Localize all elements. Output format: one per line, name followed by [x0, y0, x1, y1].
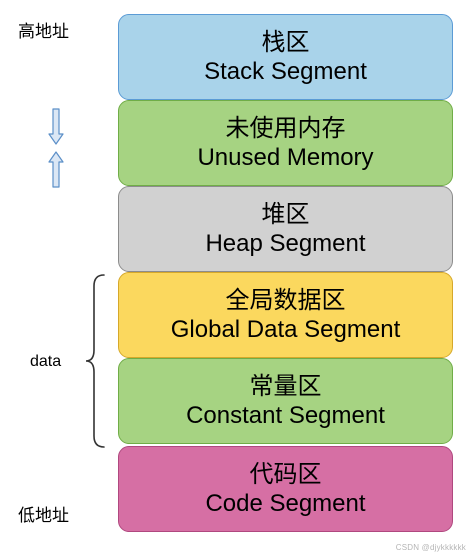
segment-title-en: Heap Segment [205, 230, 366, 257]
memory-segment-global-data: 全局数据区 Global Data Segment [118, 272, 453, 358]
segment-title-en: Code Segment [205, 490, 366, 517]
segment-title-zh: 常量区 [249, 373, 322, 400]
memory-segment-constant: 常量区 Constant Segment [118, 358, 453, 444]
watermark-text: CSDN @djykkkkkk [395, 543, 466, 552]
segment-title-zh: 栈区 [261, 29, 310, 56]
label-low-address: 低地址 [18, 506, 69, 525]
segment-title-zh: 全局数据区 [225, 287, 346, 314]
segment-title-en: Constant Segment [186, 402, 385, 429]
segment-title-zh: 代码区 [249, 461, 322, 488]
memory-segment-code: 代码区 Code Segment [118, 446, 453, 532]
left-brace-icon [85, 274, 105, 448]
segment-title-zh: 堆区 [261, 201, 310, 228]
arrow-down-icon [48, 108, 64, 145]
memory-segment-heap: 堆区 Heap Segment [118, 186, 453, 272]
segment-title-en: Stack Segment [204, 58, 367, 85]
memory-segment-unused: 未使用内存 Unused Memory [118, 100, 453, 186]
label-high-address: 高地址 [18, 22, 69, 41]
segment-title-en: Unused Memory [197, 144, 374, 171]
arrow-up-icon [48, 151, 64, 188]
segment-title-en: Global Data Segment [170, 316, 401, 343]
memory-segment-stack: 栈区 Stack Segment [118, 14, 453, 100]
segment-title-zh: 未使用内存 [225, 115, 346, 142]
label-data-group: data [30, 353, 62, 370]
